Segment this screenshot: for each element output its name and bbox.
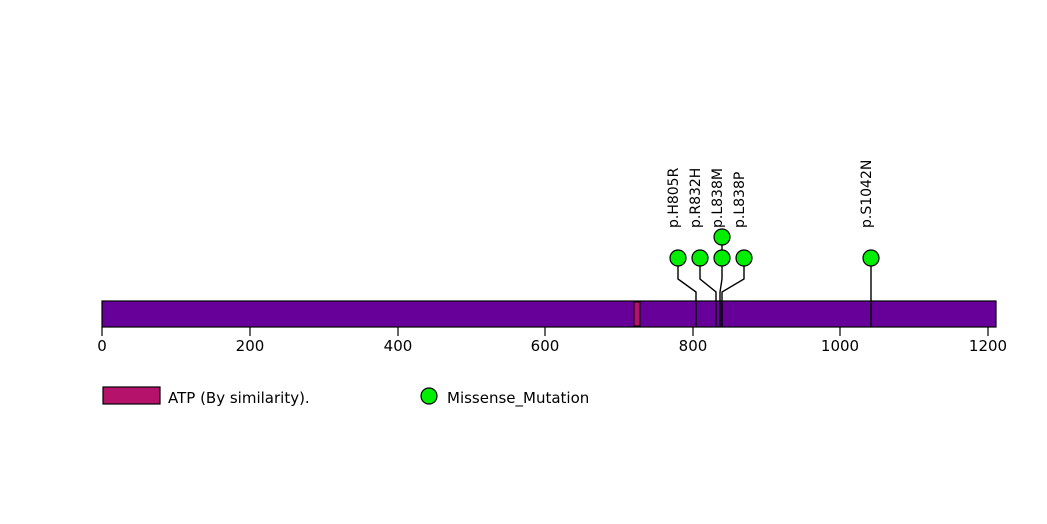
- protein-backbone-group: [101, 300, 997, 328]
- lollipop-head[interactable]: [691, 249, 709, 267]
- axis-tick-label-400: 400: [384, 337, 413, 355]
- protein-backbone-bar: [101, 300, 997, 328]
- axis-tick-label-600: 600: [531, 337, 560, 355]
- lollipop-l838m[interactable]: p.L838M: [710, 168, 731, 327]
- lollipop-s1042n[interactable]: p.S1042N: [859, 160, 880, 327]
- lollipop-stem: [677, 258, 697, 327]
- lollipop-r832h[interactable]: p.R832H: [688, 168, 717, 327]
- legend-swatch-atp: [102, 386, 161, 405]
- domain-marker-atp[interactable]: [633, 301, 641, 327]
- lollipop-h805r[interactable]: p.H805R: [666, 167, 697, 327]
- lollipop-head[interactable]: [735, 249, 753, 267]
- lollipop-head[interactable]: [669, 249, 687, 267]
- lollipop-stem: [721, 258, 745, 327]
- legend-label-missense: Missense_Mutation: [447, 389, 589, 408]
- lollipop-label: p.H805R: [666, 167, 682, 228]
- lollipop-l838p[interactable]: p.L838P: [721, 172, 753, 327]
- lollipop-head[interactable]: [713, 249, 731, 267]
- lollipop-label: p.S1042N: [859, 160, 875, 228]
- legend-label-atp: ATP (By similarity).: [168, 389, 310, 407]
- axis-tick-label-200: 200: [236, 337, 265, 355]
- legend: ATP (By similarity). Missense_Mutation: [102, 386, 589, 408]
- lollipop-stem: [699, 258, 717, 327]
- lollipop-head[interactable]: [862, 249, 880, 267]
- axis-tick-label-1200: 1200: [969, 337, 1007, 355]
- legend-swatch-missense-icon: [420, 387, 438, 405]
- axis-tick-label-800: 800: [679, 337, 708, 355]
- lollipop-label: p.R832H: [688, 168, 704, 228]
- lollipop-label: p.L838M: [710, 168, 726, 228]
- lollipop-label: p.L838P: [732, 172, 748, 228]
- axis-tick-label-1000: 1000: [821, 337, 859, 355]
- legend-item-atp[interactable]: ATP (By similarity).: [102, 386, 310, 407]
- legend-item-missense[interactable]: Missense_Mutation: [420, 387, 589, 408]
- lollipop-head-stacked[interactable]: [713, 228, 731, 246]
- axis-tick-label-0: 0: [97, 337, 107, 355]
- x-axis-group: 0 200 400 600 800 1000 1200: [97, 327, 1007, 355]
